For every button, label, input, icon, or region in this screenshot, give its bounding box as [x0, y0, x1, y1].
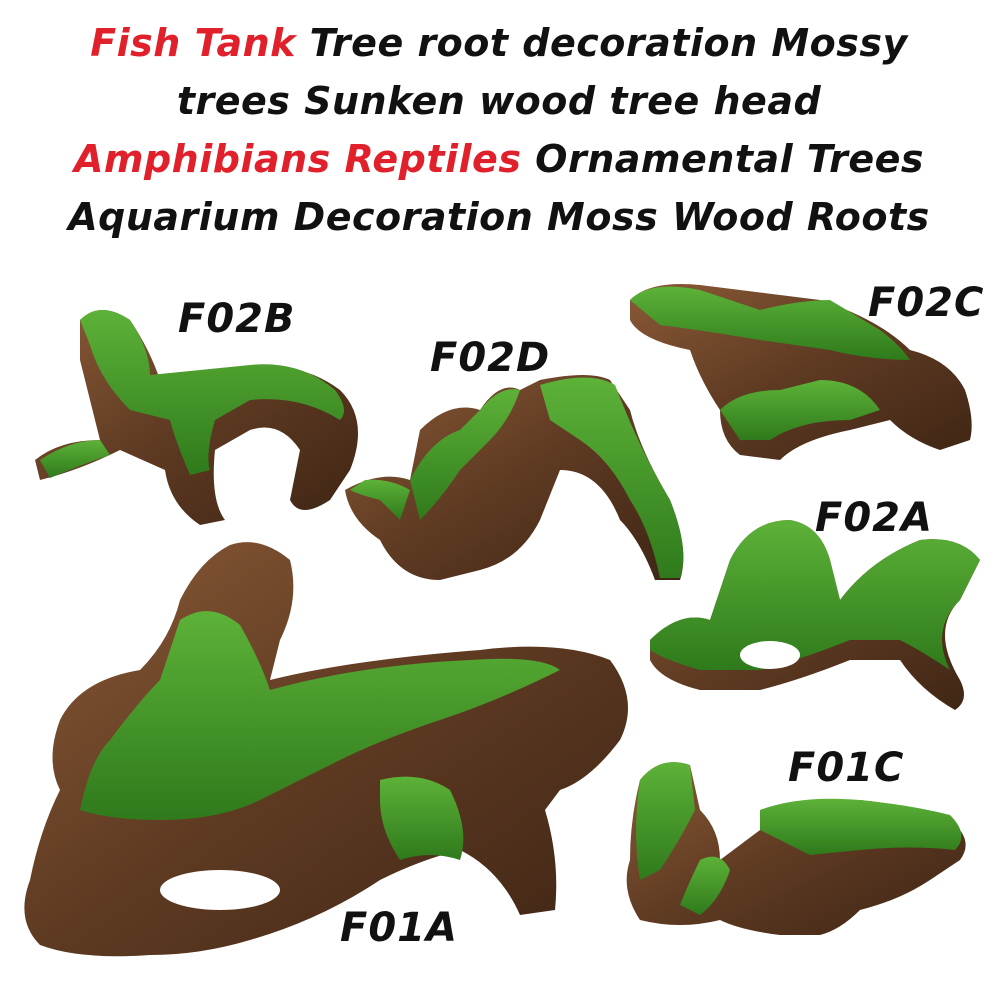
- label-f01a: F01A: [340, 905, 458, 951]
- label-f02a: F02A: [815, 495, 933, 541]
- ornament-f02a: [650, 520, 980, 710]
- title-line-3: Amphibians Reptiles Ornamental Trees: [0, 130, 998, 188]
- label-f01c: F01C: [788, 745, 905, 791]
- title-line-2: trees Sunken wood tree head: [176, 79, 822, 123]
- title-line-3-text: Ornamental Trees: [521, 137, 925, 181]
- ornament-f02b: [35, 310, 358, 525]
- title-line-4: Aquarium Decoration Moss Wood Roots: [68, 195, 930, 239]
- title-accent-fish-tank: Fish Tank: [90, 21, 296, 65]
- label-f02b: F02B: [178, 296, 296, 342]
- ornament-f02d: [345, 375, 684, 580]
- title-line-1-text: Tree root decoration Mossy: [295, 21, 908, 65]
- title-line-1: Fish Tank Tree root decoration Mossy: [0, 14, 998, 72]
- title-accent-amphibians: Amphibians Reptiles: [73, 137, 522, 181]
- product-title: Fish Tank Tree root decoration Mossy tre…: [0, 14, 998, 246]
- ornament-f02c: [630, 284, 972, 460]
- label-f02d: F02D: [430, 335, 551, 381]
- ornament-f01a: [24, 542, 628, 957]
- ornament-f01c: [626, 762, 966, 935]
- label-f02c: F02C: [868, 280, 985, 326]
